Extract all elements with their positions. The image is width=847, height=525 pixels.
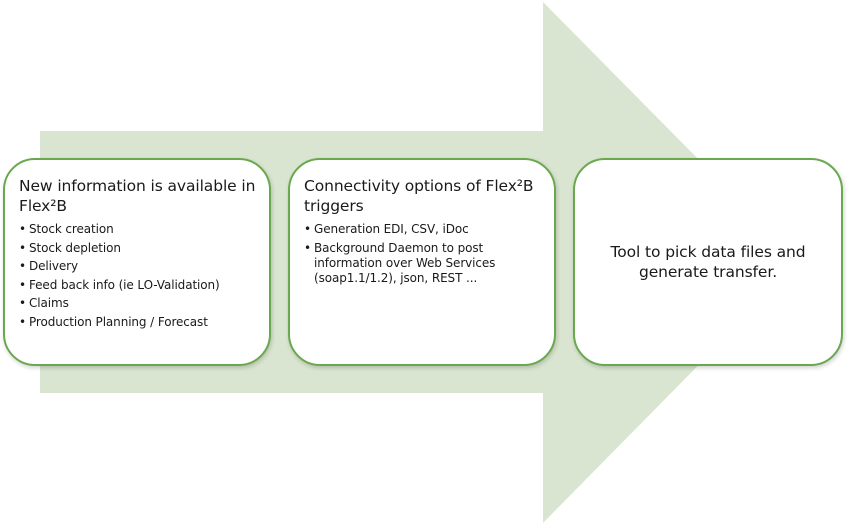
step-title: Connectivity options of Flex²B triggers [304,177,534,215]
list-item: Feed back info (ie LO-Validation) [19,278,257,293]
step-box-connectivity-options: Connectivity options of Flex²B triggers … [288,158,556,366]
list-item: Stock depletion [19,241,257,256]
list-item: Background Daemon to post information ov… [304,241,542,286]
list-item: Claims [19,296,257,311]
bullet-list: Generation EDI, CSV, iDoc Background Dae… [304,222,542,286]
step-box-transfer-tool: Tool to pick data files and generate tra… [573,158,843,366]
list-item: Delivery [19,259,257,274]
step-box-new-information: New information is available in Flex²B S… [3,158,271,366]
step-text: Tool to pick data files and generate tra… [610,243,806,281]
list-item: Production Planning / Forecast [19,315,257,330]
bullet-list: Stock creation Stock depletion Delivery … [19,222,257,330]
list-item: Stock creation [19,222,257,237]
list-item: Generation EDI, CSV, iDoc [304,222,542,237]
step-title: New information is available in Flex²B [19,177,256,215]
